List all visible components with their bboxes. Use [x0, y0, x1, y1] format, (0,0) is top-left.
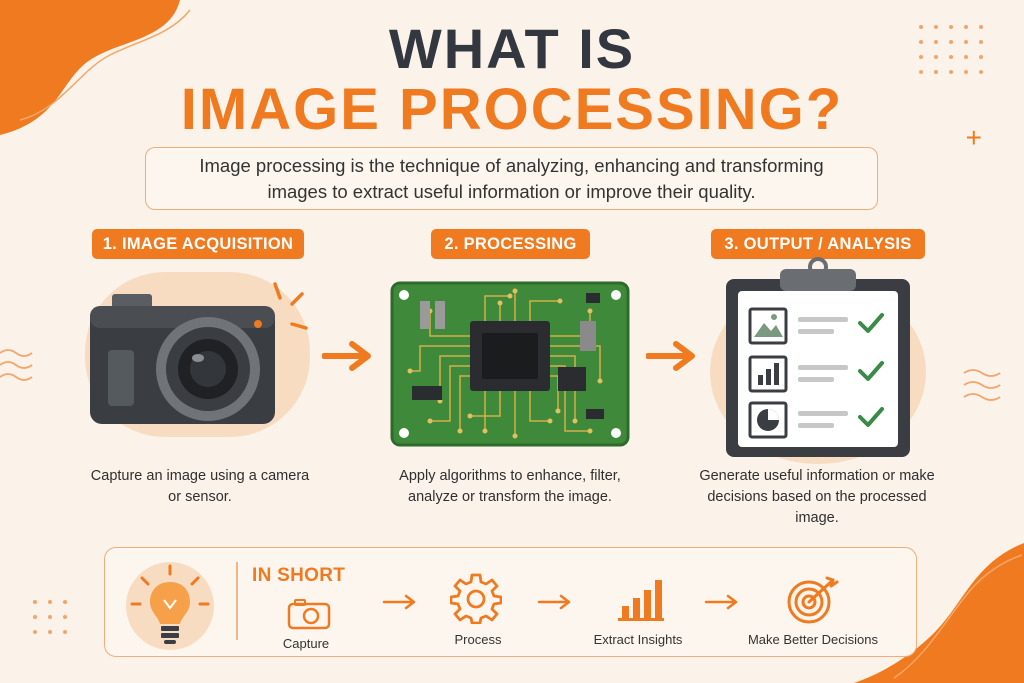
- step-label-output: 3. OUTPUT / ANALYSIS: [711, 229, 925, 259]
- camera-outline-icon: [287, 599, 331, 630]
- target-icon: [787, 576, 839, 624]
- decorative-blob-top-left: [0, 0, 191, 135]
- in-short-label-extract-insights: Extract Insights: [593, 632, 683, 647]
- camera-icon: [85, 272, 310, 437]
- in-short-label-capture: Capture: [282, 636, 330, 651]
- step-caption-acquisition: Capture an image using a camera or senso…: [90, 468, 310, 505]
- decorative-plus: +: [965, 122, 982, 153]
- in-short-box: [104, 547, 917, 657]
- page-title-line1: WHAT IS: [388, 17, 636, 80]
- circuit-board-icon: [390, 281, 630, 447]
- step-caption-processing: Apply algorithms to enhance, filter, ana…: [399, 468, 621, 505]
- divider: [236, 562, 238, 640]
- decorative-blob-bottom-right: [854, 543, 1024, 683]
- in-short-heading: IN SHORT: [252, 565, 346, 586]
- arrow-right-icon: [646, 341, 695, 371]
- arrow-right-icon: [382, 594, 416, 610]
- page-title-line2: IMAGE PROCESSING?: [180, 77, 844, 142]
- step-label-acquisition: 1. IMAGE ACQUISITION: [92, 229, 304, 259]
- step-caption-output: Generate useful information or make deci…: [699, 468, 935, 526]
- arrow-right-icon: [322, 341, 371, 371]
- gear-icon: [450, 573, 502, 624]
- decorative-dots-bottom-left: [33, 600, 67, 634]
- bar-chart-icon: [618, 580, 664, 621]
- in-short-label-make-better-decisions: Make Better Decisions: [747, 632, 879, 647]
- decorative-wave-right: [963, 369, 1001, 401]
- decorative-wave-left: [0, 349, 33, 381]
- arrow-right-icon: [704, 594, 738, 610]
- in-short-label-process: Process: [454, 632, 502, 647]
- clipboard-checklist-icon: [710, 257, 926, 464]
- lightbulb-icon: [126, 562, 214, 650]
- arrow-right-icon: [537, 594, 571, 610]
- description-text: Image processing is the technique of ana…: [199, 154, 824, 202]
- step-label-processing: 2. PROCESSING: [431, 229, 590, 259]
- decorative-dots-top-right: [919, 25, 983, 74]
- description-box: Image processing is the technique of ana…: [145, 147, 878, 210]
